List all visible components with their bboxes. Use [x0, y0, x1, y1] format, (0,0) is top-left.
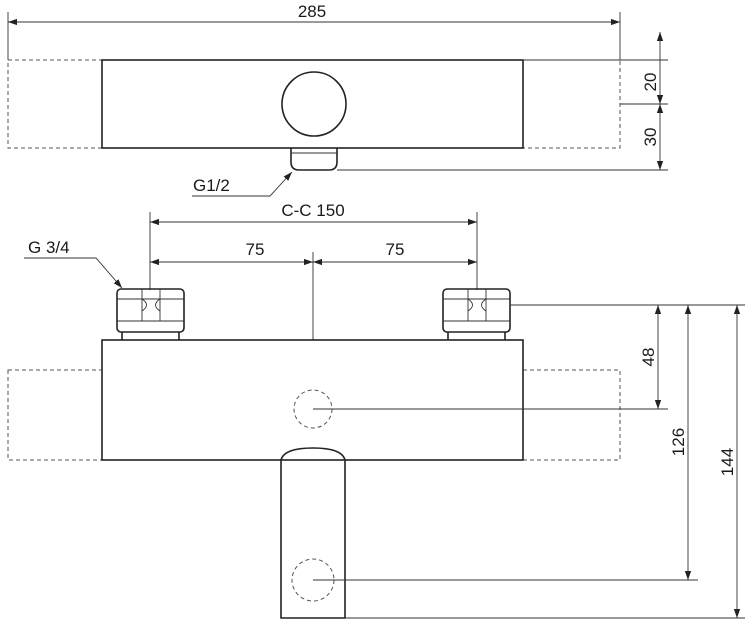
- inlet-nut-left: [116, 288, 185, 340]
- half-left-label: 75: [246, 240, 265, 259]
- dim-144-label: 144: [718, 448, 737, 476]
- top-view: 285 G1/2 20 30: [7, 2, 668, 197]
- escutcheon-left-front: [7, 369, 103, 461]
- dim-126-label: 126: [669, 428, 688, 456]
- dim-20-label: 20: [641, 73, 660, 92]
- overall-width-label: 285: [298, 2, 326, 21]
- dim-30-label: 30: [641, 128, 660, 147]
- mixer-body-front: [101, 339, 524, 461]
- escutcheon-left-top: [7, 59, 103, 149]
- spout: [280, 447, 346, 619]
- escutcheon-right-front: [522, 369, 621, 461]
- escutcheon-right-top: [522, 59, 621, 149]
- outlet-leader-line: [192, 171, 293, 197]
- inlet-leader-line: [24, 257, 123, 289]
- inlet-thread-label: G 3/4: [28, 238, 70, 257]
- front-view: C-C 150 75 75 G 3/4: [7, 201, 745, 619]
- dim-48-label: 48: [639, 348, 658, 367]
- outlet-thread-label: G1/2: [193, 176, 230, 195]
- mixer-body-top: [101, 59, 524, 149]
- half-right-label: 75: [386, 240, 405, 259]
- centre-distance-label: C-C 150: [281, 201, 344, 220]
- control-knob-top: [281, 71, 347, 137]
- outlet-nipple-top: [290, 148, 338, 171]
- inlet-nut-right: [442, 288, 511, 340]
